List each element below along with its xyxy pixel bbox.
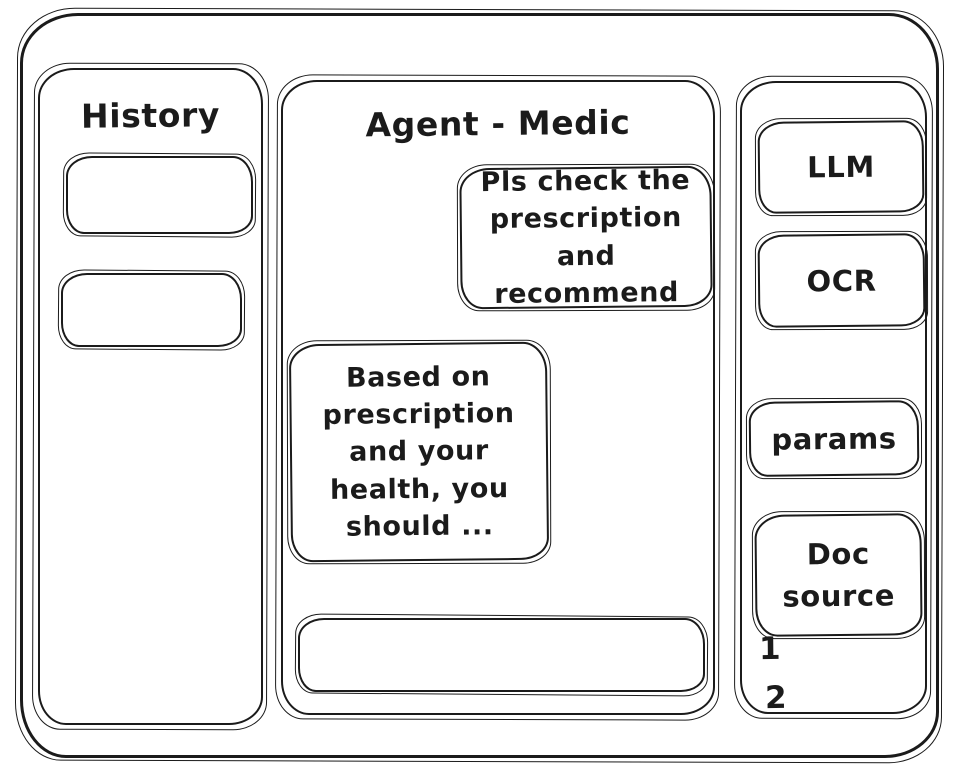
tools-panel: LLM OCR params Doc source 1 2: [740, 81, 927, 717]
chat-message-assistant: Based on prescription and your health, y…: [288, 341, 550, 563]
chat-panel: Agent - Medic Pls check the prescription…: [281, 80, 715, 715]
history-item[interactable]: [61, 273, 242, 347]
doc-source-item-2[interactable]: 2: [764, 679, 788, 717]
tool-doc-source-button[interactable]: Doc source: [754, 513, 923, 637]
history-item[interactable]: [66, 156, 253, 234]
app-frame: History Agent - Medic Pls check the pres…: [20, 13, 939, 758]
chat-input[interactable]: [300, 620, 703, 690]
chat-title: Agent - Medic: [365, 102, 631, 145]
tool-ocr-button[interactable]: OCR: [757, 233, 926, 328]
tool-llm-button[interactable]: LLM: [757, 120, 925, 214]
chat-input-container: [298, 618, 705, 692]
history-title: History: [80, 95, 221, 136]
doc-source-item-1[interactable]: 1: [758, 630, 782, 668]
chat-message-user: Pls check the prescription and recommend: [459, 165, 713, 310]
tool-params-button[interactable]: params: [748, 400, 920, 477]
history-panel: History: [38, 68, 263, 725]
